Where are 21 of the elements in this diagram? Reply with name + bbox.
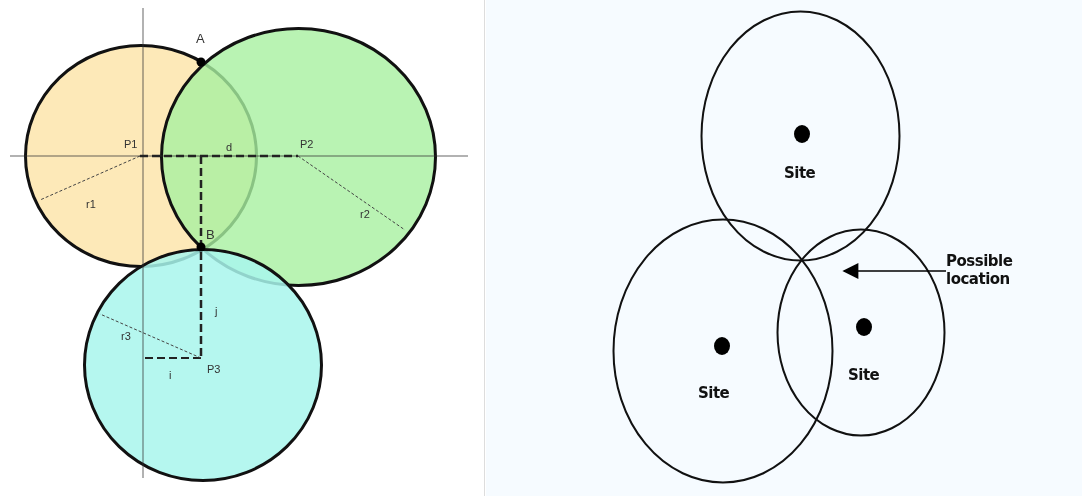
site-label: Site (784, 166, 816, 181)
arrow (842, 263, 947, 279)
site-label: Site (698, 386, 730, 401)
center-label: P1 (124, 139, 138, 150)
range-circle (160, 27, 437, 287)
callout-text: Possible location (946, 252, 1026, 290)
point-label: B (206, 228, 215, 241)
range-circle (612, 218, 834, 484)
distance-label: d (226, 142, 233, 153)
radius-label: r1 (86, 199, 96, 210)
distance-label: i (169, 370, 172, 381)
radius-label: r3 (121, 331, 131, 342)
site-label: Site (848, 368, 880, 383)
radius-label: r2 (360, 209, 370, 220)
range-circle (83, 248, 323, 482)
center-label: P2 (300, 139, 314, 150)
center-label: P3 (207, 364, 221, 375)
point-label: A (196, 32, 205, 45)
distance-label: j (215, 306, 218, 317)
range-circle (776, 228, 946, 437)
range-circle (700, 10, 901, 262)
